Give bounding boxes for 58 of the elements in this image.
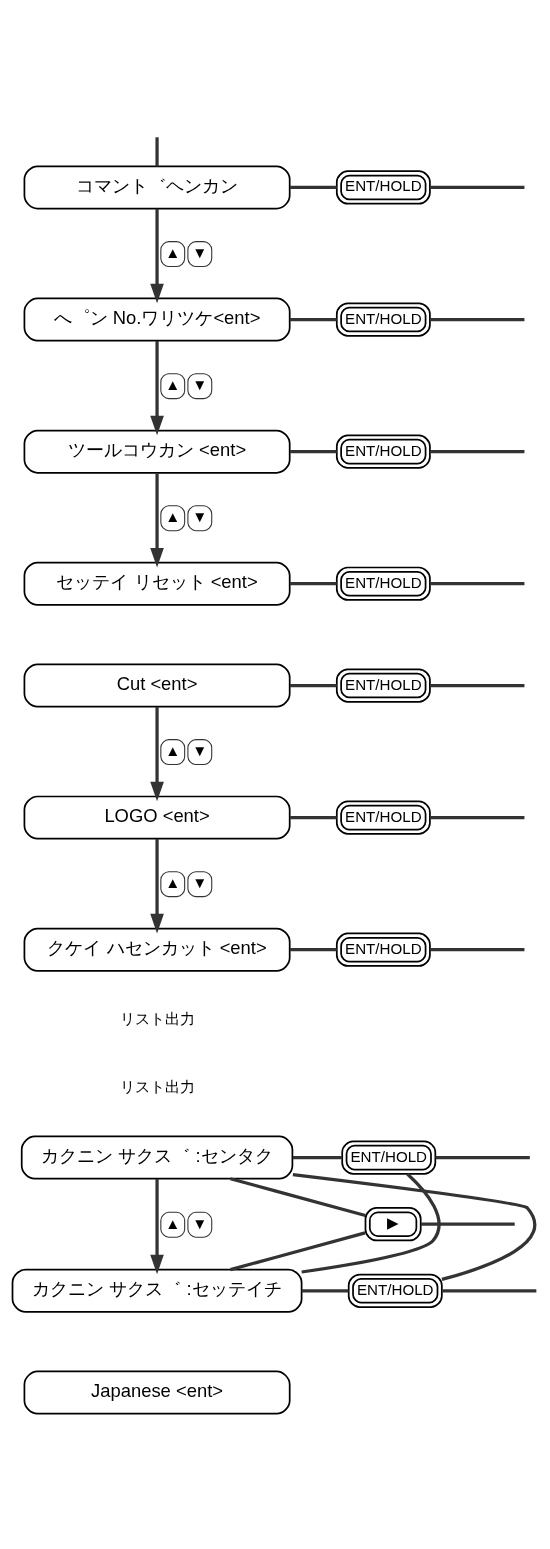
node-box: ENT/HOLD — [335, 932, 431, 967]
node-box: ENT/HOLD — [335, 169, 431, 205]
connector — [430, 449, 525, 453]
edge-label: ▲ ▼ — [165, 375, 208, 393]
connector — [290, 317, 337, 321]
node-box: ENT/HOLD — [335, 800, 431, 835]
edge-label: ▲ ▼ — [165, 741, 208, 759]
connector — [290, 947, 337, 951]
node-box: ENT/HOLD — [341, 1140, 437, 1175]
node-box: クケイ ハセンカット <ent> — [23, 927, 291, 972]
connector — [290, 683, 337, 687]
connector — [430, 317, 525, 321]
connector — [442, 1288, 537, 1292]
node-box: ENT/HOLD — [335, 301, 431, 337]
node-box: ENT/HOLD — [335, 667, 431, 703]
arrow — [150, 1178, 164, 1274]
connector — [290, 815, 337, 819]
connector — [435, 1155, 530, 1159]
node-box: ENT/HOLD — [335, 434, 431, 469]
connector — [155, 136, 159, 166]
connector — [301, 1172, 441, 1274]
connector — [292, 1172, 537, 1281]
arrow — [150, 706, 164, 801]
connector — [430, 185, 525, 189]
connector — [290, 581, 337, 585]
arrow — [150, 472, 164, 567]
connector — [290, 185, 337, 189]
connector — [290, 449, 337, 453]
node-box: ENT/HOLD — [335, 566, 431, 601]
edge-label: ▲ ▼ — [165, 873, 208, 891]
node-box: ツールコウカン <ent> — [23, 429, 291, 474]
node-box: LOGO <ent> — [23, 795, 291, 840]
node-box: ENT/HOLD — [347, 1273, 443, 1308]
connector — [430, 815, 525, 819]
arrow — [150, 340, 164, 435]
node-box: コマント゛ヘンカン — [23, 164, 291, 209]
connector — [420, 1222, 515, 1226]
arrow — [150, 838, 164, 933]
connector — [430, 581, 525, 585]
connector — [230, 1230, 366, 1271]
label: リスト出力 — [119, 1009, 195, 1027]
node-box: カクニン サクス゛ :セッテイチ — [11, 1268, 303, 1313]
edge-label: ▲ ▼ — [165, 507, 208, 525]
node-box: Japanese <ent> — [23, 1370, 291, 1415]
node-box: カクニン サクス゛ :センタク — [20, 1135, 294, 1180]
label: リスト出力 — [119, 1077, 195, 1095]
arrow — [150, 208, 164, 303]
connector — [230, 1176, 366, 1217]
node-box: へ゜ン No.ワリツケ<ent> — [23, 297, 291, 342]
node-box: セッテイ リセット <ent> — [23, 561, 291, 606]
connector — [292, 1155, 342, 1159]
edge-label: ▲ ▼ — [165, 1214, 208, 1232]
edge-label: ▲ ▼ — [165, 243, 208, 261]
connector — [430, 683, 525, 687]
connector — [301, 1288, 349, 1292]
node-box: Cut <ent> — [23, 663, 291, 707]
connector — [430, 947, 525, 951]
node-box: ▶ — [364, 1206, 422, 1241]
